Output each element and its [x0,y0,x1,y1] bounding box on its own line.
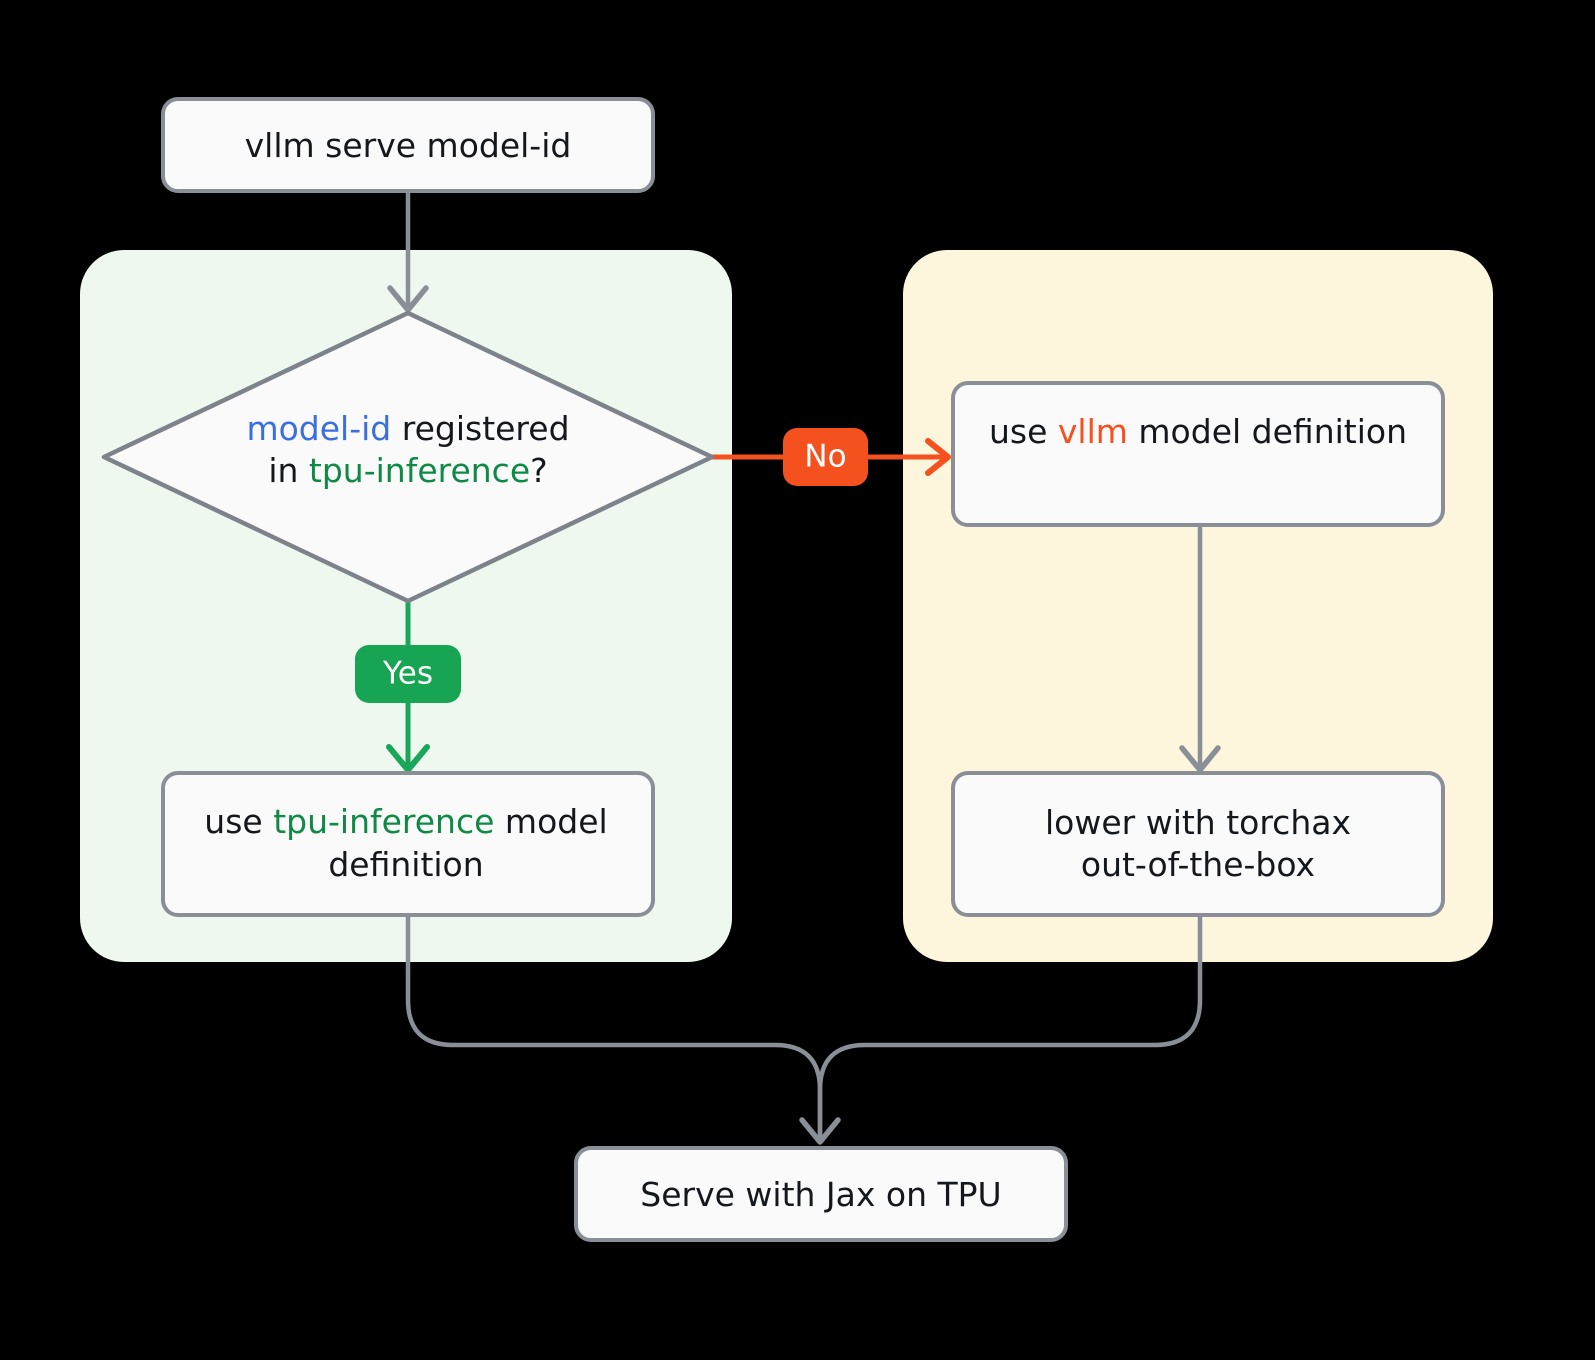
vllm-node-token: vllm [1058,412,1128,451]
tpu-node-prefix: use [204,802,273,841]
node-serve-with-jax-on-tpu[interactable]: Serve with Jax on TPU [574,1146,1068,1242]
torchax-node-line1: lower with torchax [1045,803,1351,842]
svg-text:Serve with Jax on TPU: Serve with Jax on TPU [640,1175,1001,1214]
decision-token-tpu-inference: tpu-inference [309,451,530,490]
node-model-registered-decision[interactable]: model-id registered in tpu-inference? [101,310,715,604]
badge-no[interactable]: No [783,428,868,486]
node-vllm-serve-command[interactable]: vllm serve model-id [161,97,655,193]
svg-text:lower with torchax: lower with torchax [1045,803,1351,842]
svg-text:in tpu-inference?: in tpu-inference? [268,451,547,490]
vllm-node-suffix: model definition [1128,412,1407,451]
tpu-node-token: tpu-inference [273,802,494,841]
badge-no-label: No [804,439,846,475]
svg-text:use tpu-inference model: use tpu-inference model [204,802,607,841]
node-start-line1: vllm serve model-id [245,126,572,165]
node-lower-with-torchax[interactable]: lower with torchax out-of-the-box [951,771,1445,917]
decision-line1-rest: registered [391,409,569,448]
badge-yes[interactable]: Yes [355,645,461,703]
svg-text:definition: definition [328,845,483,884]
decision-token-model-id: model-id [246,409,391,448]
edge-start-to-decision [387,192,429,313]
tpu-node-suffix: model [494,802,607,841]
node-use-tpu-inference-model-definition[interactable]: use tpu-inference model definition [161,771,655,917]
tpu-node-line2: definition [328,845,483,884]
edge-torchax-to-end [799,915,1203,1145]
vllm-node-prefix: use [989,412,1058,451]
edge-vllm-to-torchax [1179,525,1221,773]
end-node-label: Serve with Jax on TPU [640,1175,1001,1214]
decision-line2-prefix: in [268,451,309,490]
svg-text:vllm serve model-id: vllm serve model-id [245,126,572,165]
svg-text:use vllm model definition: use vllm model definition [989,412,1407,451]
badge-yes-label: Yes [382,656,433,692]
decision-line2-suffix: ? [530,451,548,490]
svg-text:model-id registered: model-id registered [246,409,569,448]
node-use-vllm-model-definition[interactable]: use vllm model definition [951,381,1445,527]
torchax-node-line2: out-of-the-box [1081,845,1315,884]
edge-tpu-to-end [405,915,823,1138]
svg-text:out-of-the-box: out-of-the-box [1081,845,1315,884]
